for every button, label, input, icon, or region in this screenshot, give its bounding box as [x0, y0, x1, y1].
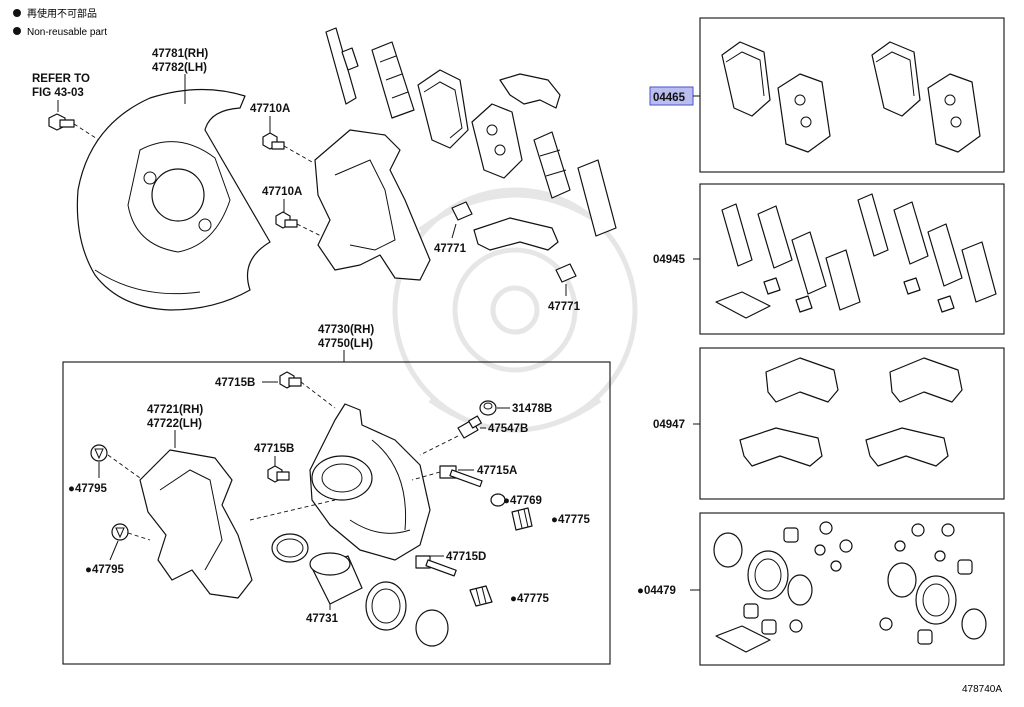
label-47769: ●47769 [503, 495, 542, 507]
piston-seal-upper[interactable] [271, 533, 309, 563]
label-47775-lower: ●47775 [510, 593, 550, 605]
boot-47775-lower[interactable] [469, 585, 493, 607]
bleeder-plug-47547b[interactable] [457, 415, 482, 439]
label-kit-04465: 04465 [653, 92, 686, 104]
label-31478b: 31478B [512, 403, 552, 415]
kit-04945-shims-right[interactable] [857, 193, 997, 313]
torque-plate-47721[interactable] [139, 449, 253, 599]
caliper-mounting-bracket[interactable] [314, 129, 431, 281]
label-47782: 47782(LH) [152, 62, 207, 74]
bleeder-cap-31478b[interactable] [479, 400, 497, 416]
kit-04479-seals-right[interactable] [879, 523, 987, 645]
watermark-emblem [392, 187, 638, 433]
kit-box-04479 [699, 512, 1005, 666]
kit-04465-shim-right[interactable] [927, 73, 981, 153]
caliper-assembly-box [62, 361, 611, 665]
kit-04465-pad-left[interactable] [721, 41, 771, 117]
seal-47795-lower[interactable] [111, 523, 129, 541]
clip-47771-left[interactable] [451, 201, 473, 221]
bolt-47710a-lower[interactable] [275, 211, 326, 239]
label-47715b-lower: 47715B [254, 443, 294, 455]
label-47731: 47731 [306, 613, 339, 625]
label-47710a-upper: 47710A [250, 103, 290, 115]
kit-04947-plates[interactable] [739, 357, 963, 467]
pad-shim-outer[interactable] [325, 27, 359, 105]
legend-nonreusable-jp: 再使用不可部品 [27, 7, 97, 20]
figure-id: 478740A [962, 684, 1002, 695]
label-47781: 47781(RH) [152, 48, 208, 60]
bolt-47715b-lower[interactable] [267, 465, 290, 483]
label-47715b-upper: 47715B [215, 377, 255, 389]
kit-04465-shim-left[interactable] [777, 73, 831, 153]
label-kit-04947: 04947 [653, 419, 685, 431]
label-47771-left: 47771 [434, 243, 467, 255]
bolt-47715b-upper[interactable] [279, 371, 336, 409]
label-kit-04479: ●04479 [637, 585, 676, 597]
pad-shim-small[interactable] [577, 159, 617, 237]
refer-line-1: REFER TO [32, 73, 90, 85]
label-kit-04945: 04945 [653, 254, 686, 266]
label-47750: 47750(LH) [318, 338, 373, 350]
caliper-body-47730[interactable] [309, 403, 431, 561]
kit-04945-shims-left[interactable] [715, 203, 861, 319]
brake-pad[interactable] [417, 69, 469, 149]
label-47730: 47730(RH) [318, 324, 374, 336]
label-47715a: 47715A [477, 465, 517, 477]
bolt-refer[interactable] [48, 113, 103, 143]
slide-pin-47715a[interactable] [439, 465, 483, 488]
label-47710a-lower: 47710A [262, 186, 302, 198]
clip-47771-right[interactable] [555, 263, 577, 283]
label-47722: 47722(LH) [147, 418, 202, 430]
kit-box-04465 [699, 17, 1005, 173]
bolt-47710a-upper[interactable] [262, 132, 313, 163]
pad-support-plate-lower[interactable] [473, 217, 559, 251]
kit-04479-seals-left[interactable] [713, 521, 853, 653]
label-47721: 47721(RH) [147, 404, 203, 416]
refer-note: REFER TO FIG 43-03 [32, 73, 90, 112]
piston-47731[interactable] [309, 552, 363, 605]
piston-boot-ring[interactable] [415, 609, 449, 647]
label-47715d: 47715D [446, 551, 486, 563]
bush-47769[interactable] [490, 493, 506, 507]
label-47795-lower: ●47795 [85, 564, 125, 576]
pad-wear-indicator[interactable] [533, 131, 571, 199]
slide-pin-47715d[interactable] [415, 555, 457, 577]
legend: 再使用不可部品 Non-reusable part [13, 7, 107, 38]
legend-nonreusable-en: Non-reusable part [27, 27, 107, 38]
dust-shield-47781[interactable] [76, 88, 271, 311]
piston-seal-lower[interactable] [365, 581, 407, 631]
label-47795-upper: ●47795 [68, 483, 108, 495]
pad-shim-inner[interactable] [371, 41, 415, 119]
pad-support-plate-upper[interactable] [499, 73, 561, 109]
label-47547b: 47547B [488, 423, 528, 435]
anti-squeal-shim[interactable] [471, 103, 523, 179]
kit-04465-pad-right[interactable] [871, 41, 921, 117]
seal-47795-upper[interactable] [90, 444, 108, 462]
boot-47775-upper[interactable] [511, 507, 533, 531]
label-47771-right: 47771 [548, 301, 581, 313]
refer-line-2: FIG 43-03 [32, 87, 84, 99]
label-47775-upper: ●47775 [551, 514, 591, 526]
